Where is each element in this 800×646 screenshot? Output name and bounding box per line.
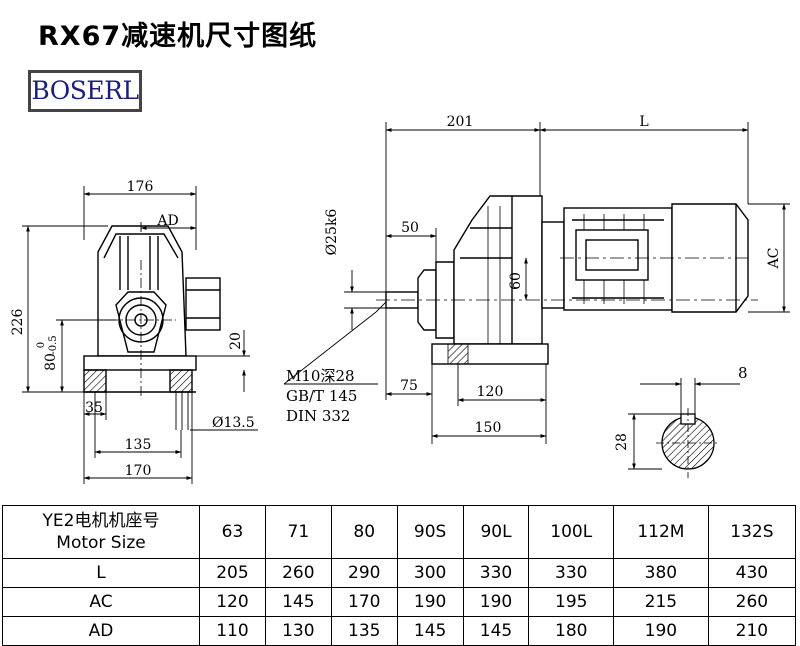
dim-len-gear: 201 [447,114,474,130]
standard-din: DIN 332 [286,407,350,425]
dim-foot-inner: 120 [477,384,504,400]
row-label: AD [2,616,200,646]
dimension-drawing: 176 AD 226 80 0 -0.5 20 35 Ø13.5 135 170 [10,114,790,484]
dim-shaft-len: 50 [401,220,419,236]
standard-gb: GB/T 145 [286,387,357,405]
table-cell: 205 [199,558,266,588]
size-cell: 90S [396,505,464,559]
size-cell: 90L [462,505,530,559]
dim-height-shaft: 80 [43,353,59,371]
table-row: AD 110 130 135 145 145 180 190 210 [2,616,797,646]
dim-len-motor: L [639,114,648,130]
dim-shaft-height: 60 [508,272,524,290]
table-cell: 145 [396,616,464,646]
size-cell: 132S [707,505,797,559]
motor-size-table: YE2电机机座号 Motor Size 63 71 80 90S 90L 100… [2,505,797,646]
table-cell: 210 [707,616,797,646]
table-cell: 190 [613,616,709,646]
table-cell: 110 [199,616,266,646]
dim-key-height: 28 [614,433,630,451]
table-cell: 290 [330,558,398,588]
table-cell: 215 [613,587,709,617]
table-cell: 430 [707,558,797,588]
row-label: L [2,558,200,588]
dim-foot-left: 35 [85,400,103,416]
table-cell: 145 [264,587,332,617]
dim-foot-front: 75 [400,378,418,394]
table-cell: 145 [462,616,530,646]
table-cell: 300 [396,558,464,588]
dim-foot-outer: 150 [475,420,502,436]
keyway-section [656,408,720,478]
dim-ac: AC [766,248,782,270]
table-cell: 135 [330,616,398,646]
table-row: AC 120 145 170 190 190 195 215 260 [2,587,797,617]
dim-base-inner: 135 [125,437,152,453]
dim-tol-lower: -0.5 [48,335,59,354]
size-cell: 100L [528,505,614,559]
table-row: L 205 260 290 300 330 330 380 430 [2,558,797,588]
front-dimension-lines [22,186,258,484]
dim-ad: AD [156,213,178,229]
size-cell: 71 [264,505,332,559]
table-cell: 180 [528,616,614,646]
front-view [83,225,221,430]
table-cell: 190 [462,587,530,617]
dim-base-outer: 170 [125,463,152,479]
table-cell: 330 [462,558,530,588]
table-cell: 130 [264,616,332,646]
size-cell: 63 [199,505,266,559]
dim-hole-dia: Ø13.5 [212,415,255,431]
dim-tol-upper: 0 [36,342,47,348]
table-header-label: YE2电机机座号 Motor Size [2,505,200,559]
dim-shaft-dia: Ø25k6 [324,209,340,256]
size-cell: 112M [613,505,709,559]
dim-width-top: 176 [127,179,154,195]
dim-key-width: 8 [738,364,748,382]
table-cell: 330 [528,558,614,588]
table-cell: 190 [396,587,464,617]
row-label: AC [2,587,200,617]
side-dimension-lines [283,122,790,444]
dim-height-total: 226 [10,309,26,336]
table-header-row: YE2电机机座号 Motor Size 63 71 80 90S 90L 100… [2,505,797,559]
table-cell: 260 [264,558,332,588]
header-cn: YE2电机机座号 [42,511,160,531]
thread-callout: M10深28 [286,367,355,385]
brand-logo: BOSERL [28,70,142,112]
side-view [376,195,758,365]
dim-foot-offset: 20 [228,332,244,350]
table-cell: 120 [199,587,266,617]
table-cell: 260 [707,587,797,617]
table-cell: 195 [528,587,614,617]
table-cell: 170 [330,587,398,617]
page-title: RX67减速机尺寸图纸 [38,21,318,52]
header-en: Motor Size [56,533,146,553]
table-cell: 380 [613,558,709,588]
keyway-dimension-lines [628,378,740,470]
size-cell: 80 [330,505,398,559]
